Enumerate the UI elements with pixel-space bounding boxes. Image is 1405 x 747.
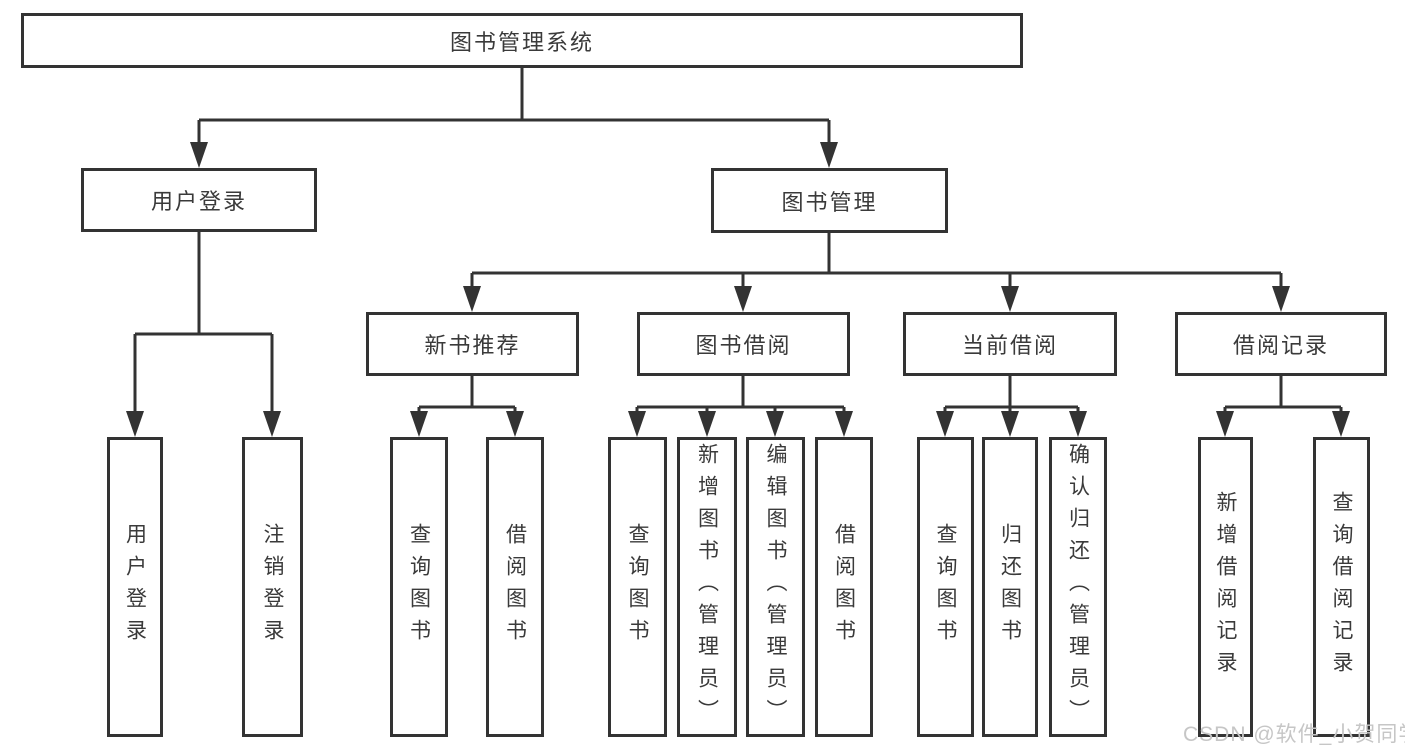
leaf-br-add-record-label: 新增借阅记录	[1214, 491, 1237, 683]
leaf-bb-add-book-admin: 新增图书（管理员）	[677, 437, 737, 737]
leaf-bb-edit-book-admin-label: 编辑图书（管理员）	[764, 443, 787, 731]
node-user-login-label: 用户登录	[150, 189, 247, 214]
node-book-borrow-label: 图书借阅	[695, 333, 792, 358]
node-root-system: 图书管理系统	[21, 13, 1023, 68]
leaf-bb-borrow-book-label: 借阅图书	[832, 523, 856, 651]
leaf-cb-confirm-return-admin: 确认归还（管理员）	[1049, 437, 1107, 737]
leaf-br-query-record: 查询借阅记录	[1313, 437, 1370, 737]
leaf-nbr-borrow-book-label: 借阅图书	[503, 523, 527, 651]
leaf-bb-query-book-label: 查询图书	[626, 523, 649, 651]
node-current-borrow: 当前借阅	[903, 312, 1117, 376]
node-new-book-recommend-label: 新书推荐	[424, 333, 521, 358]
leaf-cb-return-book: 归还图书	[982, 437, 1038, 737]
leaf-bb-borrow-book: 借阅图书	[815, 437, 873, 737]
csdn-watermark: CSDN @软件_小贺同学	[1183, 723, 1405, 746]
node-book-borrow: 图书借阅	[637, 312, 850, 376]
leaf-logout-label: 注销登录	[261, 523, 284, 651]
leaf-user-login-label: 用户登录	[123, 523, 147, 651]
leaf-br-query-record-label: 查询借阅记录	[1330, 491, 1353, 683]
leaf-bb-edit-book-admin: 编辑图书（管理员）	[746, 437, 805, 737]
leaf-cb-query-book: 查询图书	[917, 437, 974, 737]
leaf-br-add-record: 新增借阅记录	[1198, 437, 1253, 737]
leaf-nbr-query-book-label: 查询图书	[407, 523, 431, 651]
leaf-cb-return-book-label: 归还图书	[998, 523, 1022, 651]
node-user-login: 用户登录	[81, 168, 317, 232]
node-root-label: 图书管理系统	[449, 29, 594, 55]
leaf-user-login: 用户登录	[107, 437, 163, 737]
leaf-cb-confirm-return-admin-label: 确认归还（管理员）	[1066, 443, 1090, 731]
node-new-book-recommend: 新书推荐	[366, 312, 579, 376]
leaf-logout: 注销登录	[242, 437, 303, 737]
node-book-management-label: 图书管理	[781, 189, 878, 215]
leaf-bb-query-book: 查询图书	[608, 437, 667, 737]
node-book-management: 图书管理	[711, 168, 948, 233]
leaf-bb-add-book-admin-label: 新增图书（管理员）	[695, 443, 719, 731]
node-borrow-record-label: 借阅记录	[1232, 333, 1329, 358]
leaf-nbr-query-book: 查询图书	[390, 437, 448, 737]
node-borrow-record: 借阅记录	[1175, 312, 1387, 376]
leaf-cb-query-book-label: 查询图书	[934, 523, 957, 651]
node-current-borrow-label: 当前借阅	[961, 333, 1058, 358]
leaf-nbr-borrow-book: 借阅图书	[486, 437, 544, 737]
